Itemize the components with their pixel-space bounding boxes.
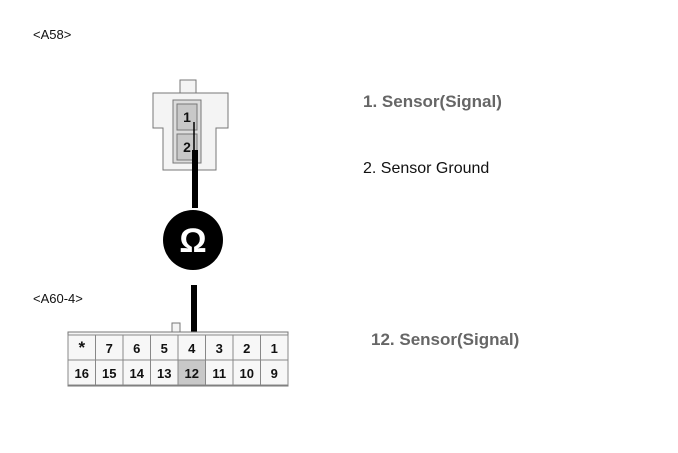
a58-pin-1-label: 1 [183, 109, 191, 125]
a58-pin-1-cell [176, 103, 198, 131]
a60-pin-14-cell [122, 359, 151, 386]
a60-pin-14-label: 14 [130, 366, 145, 381]
a60-pin-2-label: 2 [243, 341, 250, 356]
a60-pin-16-label: 16 [75, 366, 89, 381]
a60-pin-grid: * 7 6 5 4 3 2 1 16 15 14 13 12 11 10 9 [67, 334, 289, 386]
a58-connector-label: <A58> [33, 27, 72, 42]
a60-connector-latch [171, 322, 181, 333]
a60-pin-9-label: 9 [271, 366, 278, 381]
ohmmeter: Ω [163, 210, 223, 270]
a60-pin-4-label: 4 [188, 341, 196, 356]
a60-test-lead [191, 285, 197, 335]
a60-pin-3-label: 3 [216, 341, 223, 356]
a60-pin-4-cell [177, 334, 206, 361]
a60-pin-10-label: 10 [240, 366, 254, 381]
a60-pin-6-cell [122, 334, 151, 361]
a60-pin-12-label: 12 [185, 366, 199, 381]
a58-pin-2-label: 2 [183, 139, 191, 155]
a60-pin-11-label: 11 [212, 366, 226, 381]
a60-pin-12-cell [177, 359, 206, 386]
a60-pin-3-cell [205, 334, 234, 361]
a60-pin-16-cell [67, 359, 96, 386]
a60-connector: * 7 6 5 4 3 2 1 16 15 14 13 12 11 10 9 [67, 322, 289, 387]
a60-connector-label: <A60-4> [33, 291, 83, 306]
a60-pin-6-label: 6 [133, 341, 140, 356]
a60-pin-13-label: 13 [157, 366, 171, 381]
a60-pin-13-cell [150, 359, 179, 386]
ohmmeter-body [163, 210, 223, 270]
a58-test-lead [192, 150, 198, 208]
a58-connector: 1 2 [152, 79, 229, 171]
a60-pin-blank-label: * [78, 338, 85, 357]
a58-connector-latch [179, 79, 197, 94]
legend-a60-pin12: 12. Sensor(Signal) [371, 330, 520, 349]
legend-a58-pin2: 2. Sensor Ground [363, 160, 490, 177]
a60-pin-15-cell [95, 359, 124, 386]
a60-pin-11-cell [205, 359, 234, 386]
ohm-symbol-icon: Ω [179, 222, 206, 260]
a60-pin-15-label: 15 [102, 366, 116, 381]
legend-a58-pin1: 1. Sensor(Signal) [363, 92, 502, 111]
a60-pin-5-label: 5 [161, 341, 168, 356]
a60-pin-7-label: 7 [106, 341, 113, 356]
a60-pin-9-cell [260, 359, 289, 386]
a60-pin-1-label: 1 [271, 341, 278, 356]
